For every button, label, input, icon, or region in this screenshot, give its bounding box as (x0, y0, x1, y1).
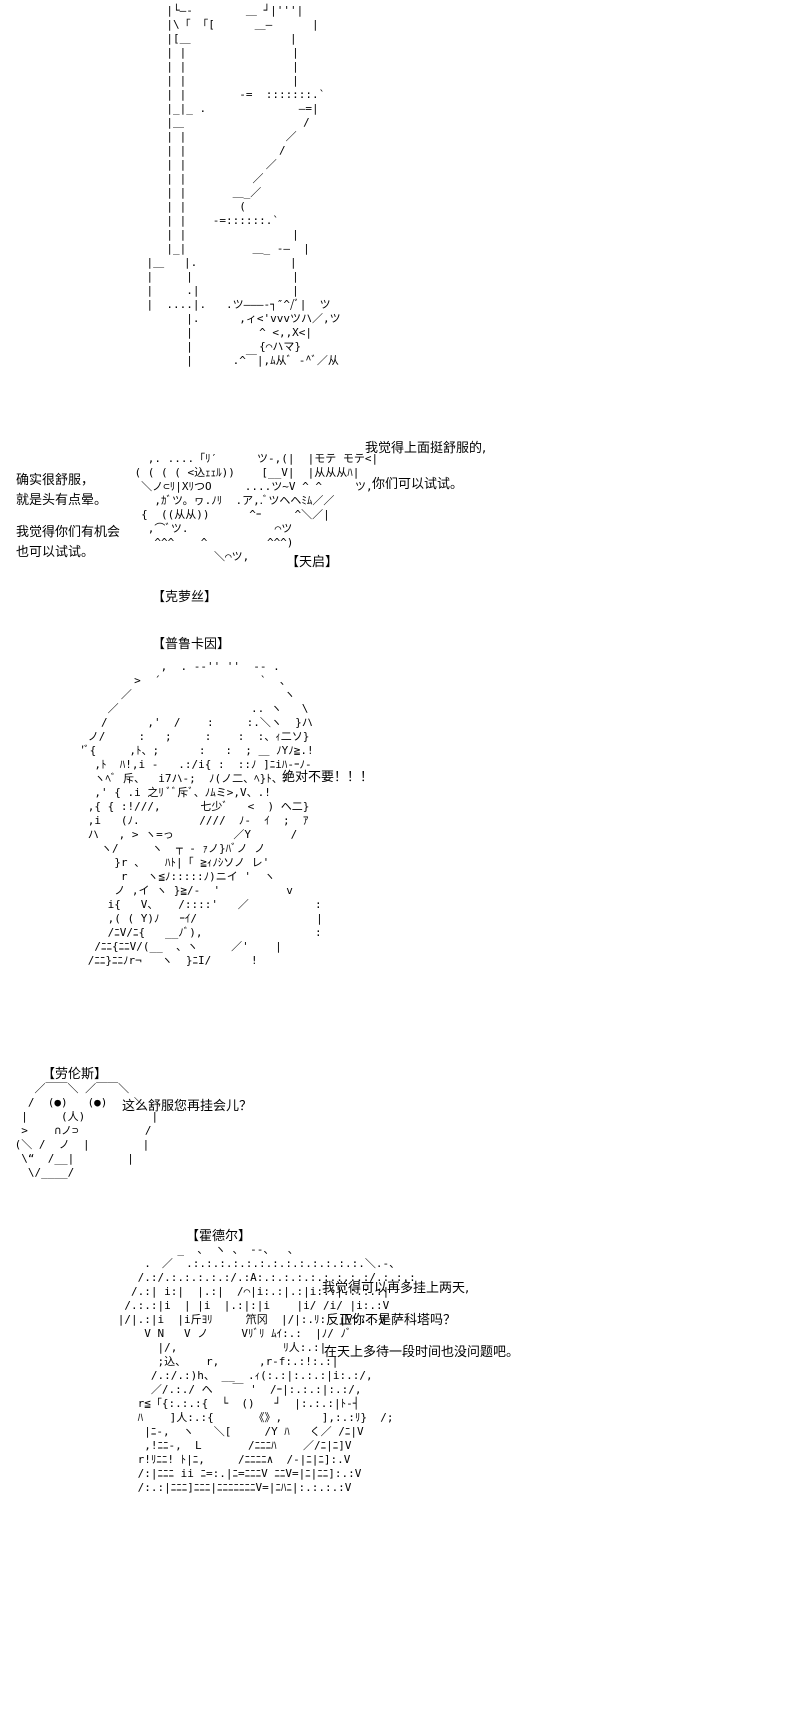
speech-line: 也可以试试。 (16, 545, 95, 560)
speech-hodel: 我觉得可以再多挂上两天, 反正你不是萨科塔吗？ 在天上多待一段时间也没问题吧。 (322, 1279, 519, 1360)
speech-right-scene1: 我觉得上面挺舒服的, 你们可以试试。 (365, 439, 487, 492)
character-label-hodel: 【霍德尔】 (186, 1229, 252, 1244)
character-label-tianqi: 【天启】 (286, 555, 339, 570)
speech-left-scene1: 确实很舒服， 就是头有点晕。 我觉得你们有机会 也可以试试。 (16, 471, 120, 563)
ascii-art-procaine: , . -‐'' '' ‐- . > ´ ` 、 ／ ヽ ／ .. ヽ \ / … (81, 660, 323, 967)
ascii-art-pole-scene-lower: ,. ....「ﾘ′ ツ-,(| |モテ モテ<| ( ( ( ( <込ｪｪﾙ)… (134, 452, 379, 563)
speech-line: 绝对不要！！！ (282, 770, 374, 785)
character-label-lawrence: 【劳伦斯】 (42, 1067, 108, 1082)
speech-line: 就是头有点晕。 (16, 493, 108, 508)
speech-line: 你们可以试试。 (372, 477, 464, 492)
ascii-art-pole-scene: |└―- ＿ ┘|'''| |\「 「[ ＿― | |[＿ | | | | | … (146, 4, 341, 367)
character-label-procaine: 【普鲁卡因】 (152, 637, 231, 652)
speech-line: 我觉得你们有机会 (16, 525, 121, 540)
speech-line: 确实很舒服， (16, 473, 95, 488)
speech-line: 我觉得可以再多挂上两天, (322, 1281, 470, 1296)
ascii-art-hodel: _ 、 ヽ 、 -‐、 、 . ／ .:.:.:.:.:.:.:.:.:.:.:… (117, 1243, 416, 1494)
speech-line: 反正你不是萨科塔吗？ (326, 1313, 457, 1328)
speech-line: 我觉得上面挺舒服的, (365, 441, 487, 456)
speech-line: 在天上多待一段时间也没问题吧。 (324, 1345, 520, 1360)
character-label-kelos: 【克萝丝】 (152, 590, 218, 605)
speech-lawrence: 这么舒服您再挂会儿？ (122, 1097, 252, 1117)
speech-line: 这么舒服您再挂会儿？ (122, 1099, 253, 1114)
ascii-art-lawrence: ／￣￣＼ ／￣￣＼ / (●) (●) ＼ | (人) | > ∩ノ⊃ / (＼… (14, 1082, 159, 1179)
speech-procaine: 绝对不要！！！ (282, 768, 373, 788)
